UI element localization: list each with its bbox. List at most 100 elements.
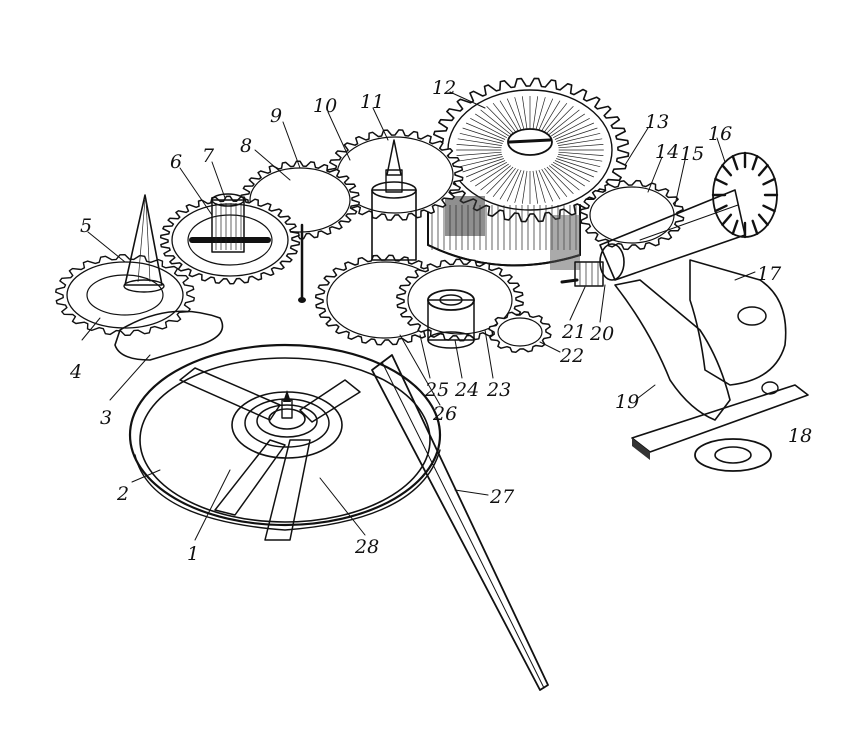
hatch-line xyxy=(553,117,590,139)
crown-knurl xyxy=(751,154,759,171)
hatch-line xyxy=(462,127,504,142)
gear-6 xyxy=(159,195,301,285)
crown-knurl xyxy=(757,164,769,177)
callout-6: 6 xyxy=(170,151,182,173)
hatch-line xyxy=(544,167,568,198)
callout-1: 1 xyxy=(187,543,199,565)
hatch-line xyxy=(546,106,574,134)
hatch-line xyxy=(480,109,512,135)
callout-16: 16 xyxy=(708,123,732,145)
callout-10: 10 xyxy=(313,95,337,117)
hatch-line xyxy=(499,169,519,200)
hatch-line xyxy=(546,166,574,194)
hatch-line xyxy=(538,169,554,202)
escape-wheel-4 xyxy=(55,254,195,336)
hatch-line xyxy=(541,100,561,131)
callout-25: 25 xyxy=(424,379,449,401)
callout-12: 12 xyxy=(432,77,456,99)
callout-23: 23 xyxy=(486,379,511,401)
callout-14: 14 xyxy=(655,141,679,163)
hatch-line xyxy=(553,161,590,183)
callout-28: 28 xyxy=(354,536,379,558)
callout-9: 9 xyxy=(270,105,282,127)
hatch-line xyxy=(521,170,528,204)
callout-27: 27 xyxy=(489,486,515,508)
hatch-line xyxy=(548,109,580,135)
gear-12 xyxy=(430,77,630,223)
hatch-line xyxy=(475,113,509,137)
lever-19 xyxy=(614,279,731,421)
balance-wheel-2 xyxy=(128,343,442,531)
hatch-line xyxy=(486,106,514,134)
hatch-line xyxy=(551,113,585,137)
crown-knurl xyxy=(757,213,769,226)
gear13-teeth xyxy=(579,179,685,251)
pinion-21 xyxy=(560,261,604,287)
hatch-line xyxy=(465,122,506,140)
cone-5 xyxy=(123,194,165,293)
hatch-line xyxy=(548,165,580,191)
crown-knurl xyxy=(714,177,728,186)
crown-knurl xyxy=(762,177,776,186)
hatch-line xyxy=(465,160,506,178)
arbor-10 xyxy=(371,189,417,261)
callout-2: 2 xyxy=(116,483,129,505)
hatch-line xyxy=(499,100,519,131)
hatch-line xyxy=(556,158,598,173)
hatch-line xyxy=(558,138,603,146)
spring-barrel xyxy=(427,196,581,270)
hatch-line xyxy=(470,117,507,139)
callout-17: 17 xyxy=(757,263,782,285)
hatch-line xyxy=(551,163,585,187)
hatch-line xyxy=(538,98,554,131)
callout-15: 15 xyxy=(680,143,704,165)
hatch-line xyxy=(558,154,603,162)
hatch-line xyxy=(492,102,516,133)
hatch-line xyxy=(480,165,512,191)
hatch-line xyxy=(544,102,568,133)
crown-knurl xyxy=(751,219,759,236)
callout-13: 13 xyxy=(645,111,669,133)
hatch-line xyxy=(506,169,522,202)
callout-4: 4 xyxy=(69,361,82,383)
hatch-line xyxy=(557,156,601,168)
hatch-line xyxy=(557,132,601,144)
crown-knurl xyxy=(731,154,739,171)
hatch-line xyxy=(459,132,503,144)
gear-13 xyxy=(579,179,685,251)
callout-18: 18 xyxy=(788,425,812,447)
hatch-line xyxy=(492,167,516,198)
hatch-line xyxy=(554,122,595,140)
callout-22: 22 xyxy=(559,345,584,367)
hatch-line xyxy=(558,151,604,156)
callout-5: 5 xyxy=(80,215,92,237)
hatch-line xyxy=(486,166,514,194)
crown-knurl xyxy=(714,204,728,213)
crown-knurl xyxy=(762,204,776,213)
crown-knurl xyxy=(721,164,733,177)
hatch-line xyxy=(456,144,502,149)
hatch-line xyxy=(535,97,546,130)
hairspring-1 xyxy=(231,390,343,459)
hatch-line xyxy=(514,170,525,203)
hatch-line xyxy=(556,127,598,142)
hatch-line xyxy=(506,98,522,131)
callout-8: 8 xyxy=(240,135,252,157)
hub-24 xyxy=(427,289,475,349)
hatch-line xyxy=(532,96,539,130)
screw-head xyxy=(507,128,553,156)
lever-17 xyxy=(689,259,787,386)
hatch-line xyxy=(470,161,507,183)
hatch-line xyxy=(459,156,503,168)
plate-18 xyxy=(631,384,809,453)
callouts: 1 2 3 4 5 6 7 8 9 10 11 12 13 14 15 16 1… xyxy=(69,77,812,565)
hatch-line xyxy=(558,144,604,149)
pointer-27 xyxy=(371,354,549,691)
callout-20: 20 xyxy=(589,323,614,345)
hatch-line xyxy=(457,154,502,162)
plate-3 xyxy=(114,310,224,361)
callout-24: 24 xyxy=(454,379,479,401)
hatch-line xyxy=(457,138,502,146)
